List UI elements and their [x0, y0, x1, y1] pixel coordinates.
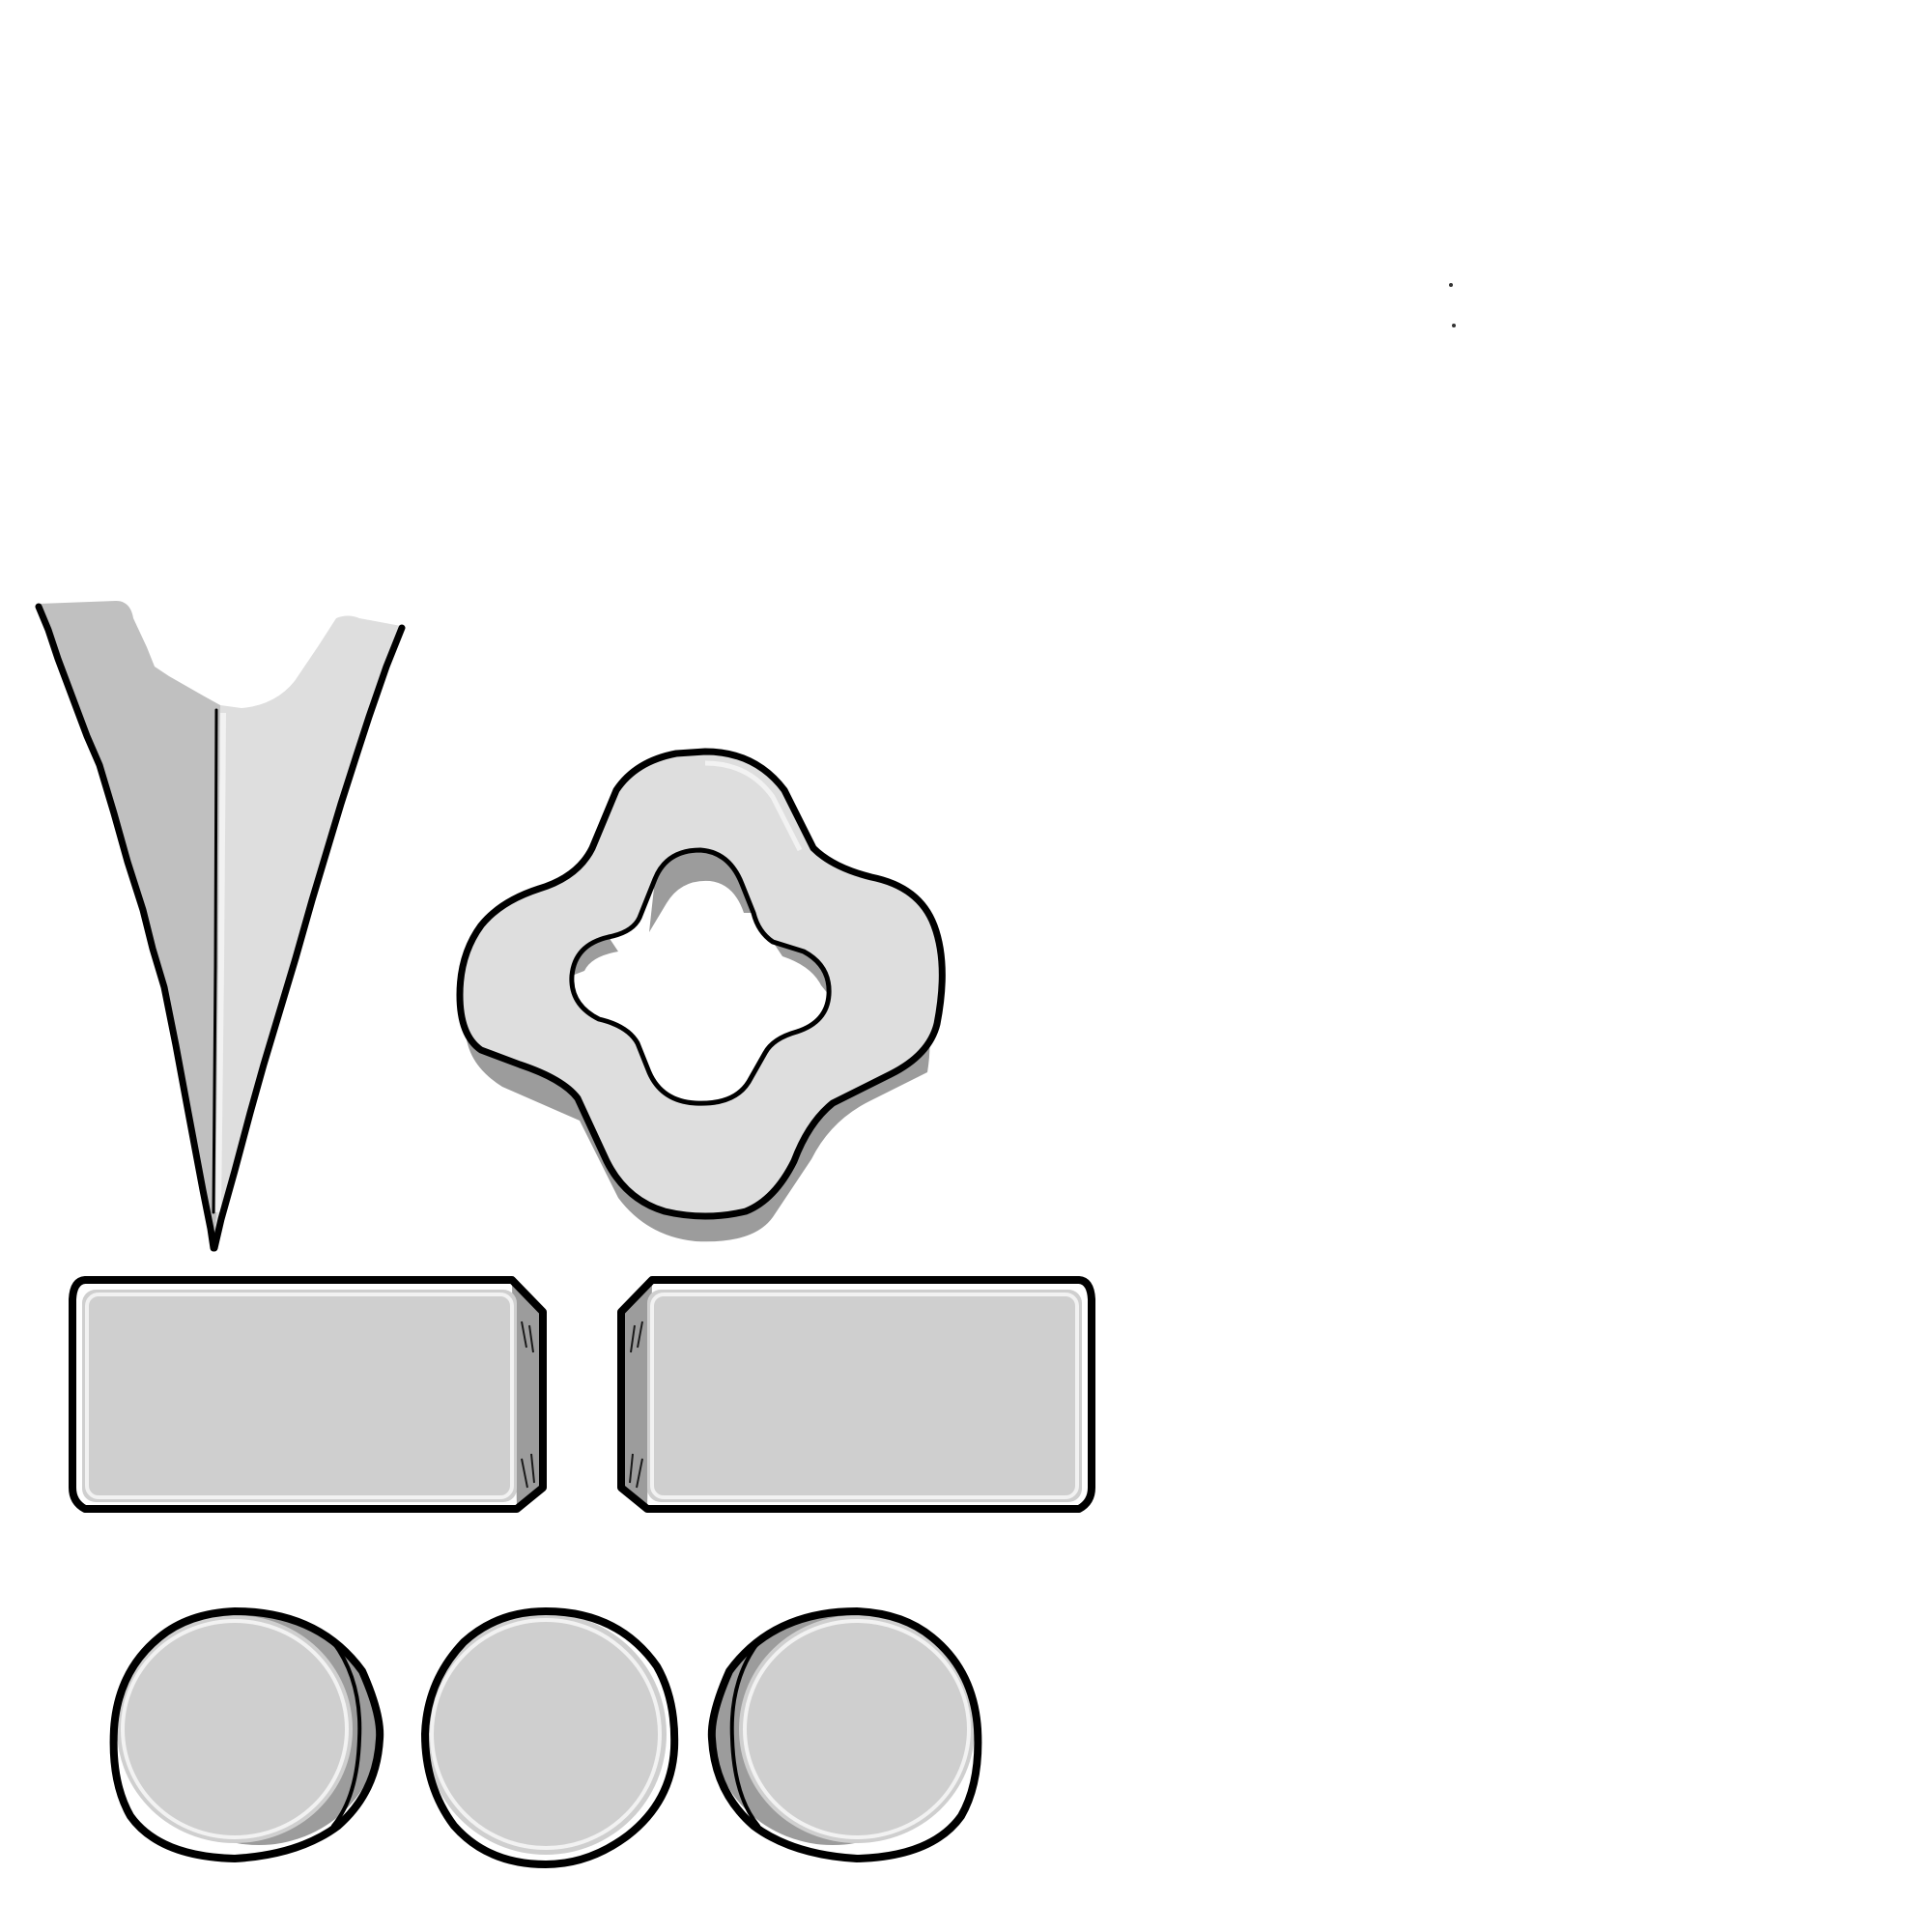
disc-left-sprite — [109, 1607, 384, 1862]
stray-dots — [1449, 283, 1456, 327]
disc-center-sprite — [421, 1607, 679, 1868]
block-right-sprite — [617, 1276, 1095, 1513]
quatrefoil-ring-sprite — [456, 748, 946, 1242]
block-left-sprite — [69, 1276, 547, 1513]
disc-right-sprite — [707, 1607, 982, 1862]
spike-shard-sprite — [35, 601, 406, 1252]
